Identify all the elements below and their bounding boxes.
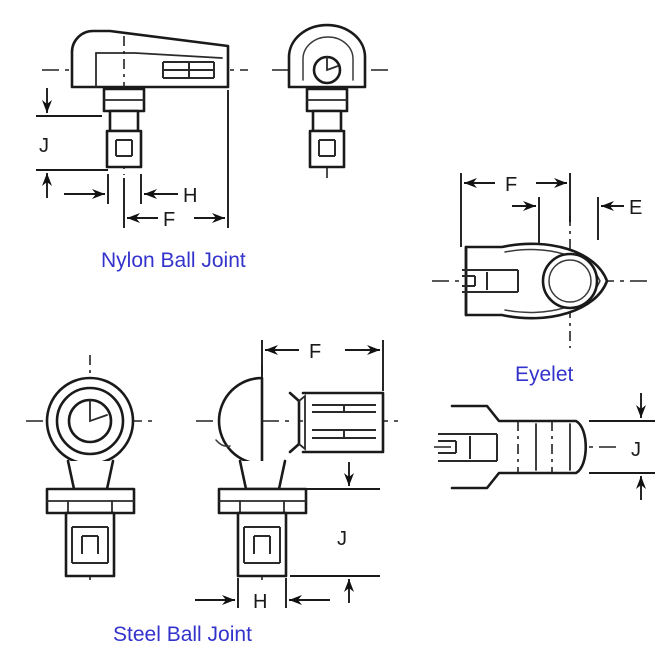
steel-front-stud-thread-marks — [71, 526, 109, 564]
steel-ball-joint-side-view — [196, 365, 398, 580]
steel-ball-joint-front-view — [26, 355, 155, 580]
eyelet-edge-hole-marks — [517, 421, 571, 473]
eyelet-edge-shank-detail — [438, 433, 498, 462]
steel-side-stud-thread-marks — [243, 526, 281, 564]
steel-front-hex-facet-lines — [46, 500, 135, 514]
nylon-front-thread-marks — [318, 139, 336, 157]
steel-front-threaded-stud — [64, 511, 116, 578]
nylon-front-inner-arch — [302, 36, 354, 81]
steel-side-hex-facet-lines — [218, 500, 307, 514]
eyelet-edge-view — [434, 404, 620, 490]
eyelet-hole-inner — [548, 259, 592, 303]
nylon-shank-thread-marks — [115, 139, 133, 157]
steel-side-ball-shadow — [215, 439, 231, 448]
steel-side-threaded-stud — [236, 511, 288, 578]
dimension-label-J-steel: J — [337, 528, 347, 550]
dimension-label-E-eyelet: E — [629, 197, 642, 219]
dimension-label-F-eyelet: F — [505, 174, 517, 196]
nylon-ball-joint-front-view — [272, 23, 390, 178]
dimension-label-H-steel: H — [253, 591, 267, 613]
steel-side-neck — [238, 459, 287, 491]
nylon-shank-upper — [108, 109, 140, 133]
steel-side-arm-outline — [301, 391, 385, 454]
steel-dimension-H: H — [195, 578, 330, 613]
eyelet-dimension-F: F — [460, 173, 571, 247]
steel-side-arm-thread-detail — [312, 404, 376, 439]
steel-side-ball-right-edge — [288, 391, 301, 454]
nylon-front-shank-threaded — [308, 129, 346, 169]
nylon-front-shank-upper — [311, 109, 343, 133]
dimension-label-J-eyelet: J — [631, 439, 641, 461]
dimension-label-F-steel: F — [309, 341, 321, 363]
dimension-label-J-nylon: J — [39, 135, 49, 157]
nylon-dimension-H: H — [64, 174, 197, 207]
nylon-front-socket-keyway — [326, 56, 339, 72]
nylon-dimension-J: J — [36, 88, 108, 198]
eyelet-dimension-E: E — [512, 197, 642, 243]
caption-steel-ball-joint: Steel Ball Joint — [113, 623, 252, 646]
nylon-body-shelf-line — [95, 52, 223, 59]
eyelet-hole-outer — [541, 252, 599, 310]
nylon-body-thread-detail — [162, 61, 215, 79]
dimension-label-F-nylon: F — [163, 209, 175, 231]
eyelet-body-inner-contour — [504, 248, 601, 314]
dimension-label-H-nylon: H — [183, 185, 197, 207]
eyelet-shank-thread-detail — [462, 269, 519, 293]
eyelet-plan-view — [432, 216, 648, 348]
steel-side-arm-joint — [298, 394, 306, 451]
nylon-dimension-F: F — [123, 90, 229, 231]
steel-front-socket-keyway — [89, 399, 108, 423]
steel-front-neck — [66, 459, 115, 491]
nylon-shank-threaded — [105, 129, 143, 169]
nylon-ball-joint-side-view — [42, 29, 248, 175]
caption-eyelet: Eyelet — [515, 363, 574, 386]
steel-dimension-F: F — [261, 340, 384, 391]
eyelet-dimension-J: J — [589, 393, 655, 500]
steel-dimension-J: J — [290, 462, 380, 603]
caption-nylon-ball-joint: Nylon Ball Joint — [101, 249, 246, 272]
